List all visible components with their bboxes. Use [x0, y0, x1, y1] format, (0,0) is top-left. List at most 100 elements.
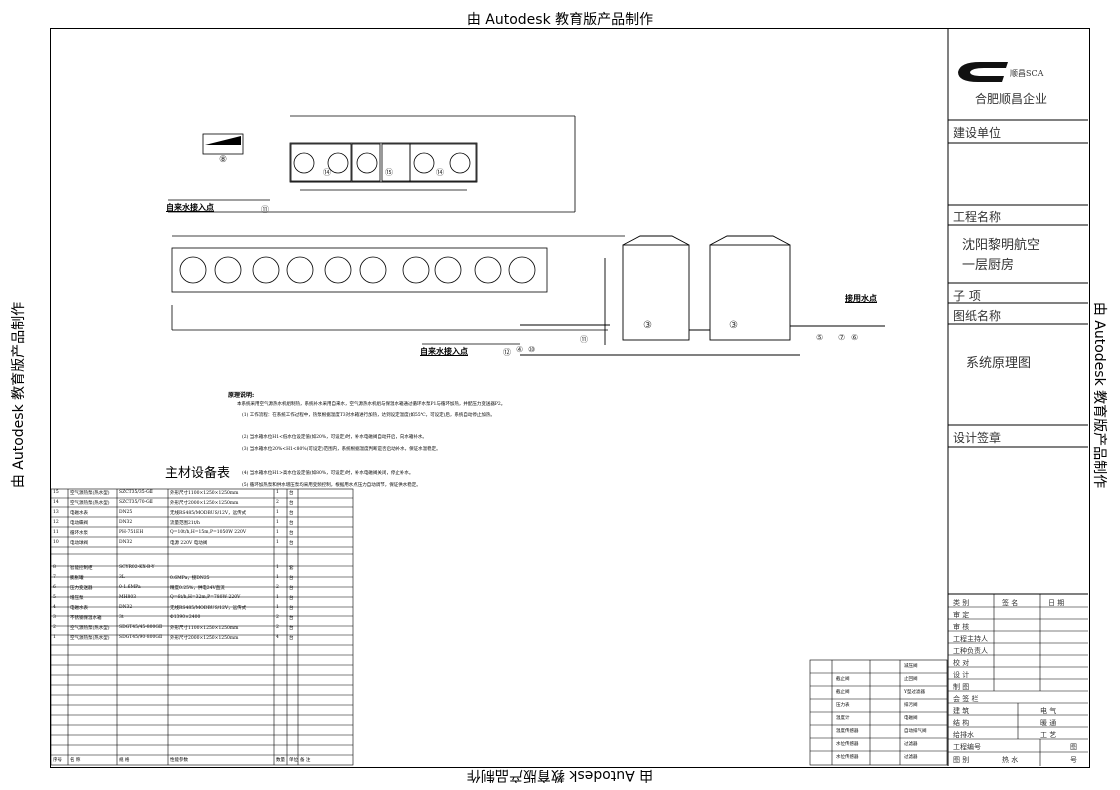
sign-header-signature: 签 名 [1002, 599, 1019, 607]
table-cell: 无线RS485/MODBUS/12V，远传式 [170, 606, 247, 611]
table-cell: PH-751EH [119, 530, 144, 535]
table-cell: 台 [289, 586, 294, 591]
sign-row: 工种负责人 [953, 647, 988, 655]
table-cell: 套 [289, 566, 294, 571]
top-heat-pump-row [168, 115, 576, 213]
legend-cell: 温度计 [836, 716, 850, 721]
callout: ④ [516, 345, 524, 354]
table-cell: 空气源热泵(热水型) [70, 501, 110, 506]
table-cell: 电动球阀 [70, 541, 88, 546]
callout: ⑪ [580, 335, 588, 344]
table-cell: 空气源热泵(热水型) [70, 491, 110, 496]
table-cell: 4 [276, 635, 279, 640]
table-cell: 1 [276, 595, 279, 600]
inlet-pipes [168, 199, 520, 345]
table-cell: 8 [53, 565, 56, 570]
table-cell: 循环水泵 [70, 531, 88, 536]
legend-cell: 水位传感器 [836, 742, 859, 747]
table-cell: 2 [276, 500, 279, 505]
legend-cell: 电磁阀 [904, 716, 918, 721]
legend-cell: 水位传感器 [836, 755, 859, 760]
table-header-cell: 序号 [53, 758, 62, 763]
sign-row: 校 对 [953, 659, 970, 667]
callout: ⑫ [503, 348, 511, 357]
table-cell: 3L [119, 575, 125, 580]
title-block-lines [947, 28, 1088, 766]
legend-cell: 止回阀 [904, 677, 918, 682]
footer-cell: 号 [1070, 756, 1077, 764]
table-cell: Q=6t/h,H=32m,P=780W 220V [170, 595, 241, 600]
legend-cell: 过滤器 [904, 755, 918, 760]
signature-grid [948, 594, 1088, 766]
table-cell: 7 [53, 575, 56, 580]
table-cell: 1 [276, 510, 279, 515]
client-label: 建设单位 [953, 126, 1002, 140]
table-cell: 5 [53, 595, 56, 600]
legend-cell: 自动排气阀 [904, 729, 927, 734]
cosign-label: 会 签 栏 [953, 695, 979, 703]
table-cell: 台 [289, 501, 294, 506]
company-name: 合肥顺昌企业 [975, 92, 1048, 106]
hot-water-out-label: 接用水点 [845, 293, 877, 303]
legend-grid [809, 659, 948, 766]
table-cell: 1 [276, 490, 279, 495]
legend-cell: 截止阀 [836, 690, 850, 695]
equipment-table-title: 主材设备表 [165, 466, 231, 481]
table-cell: SZCT35/35-GⅡ [119, 490, 153, 495]
table-cell: 无线RS485/MODBUS/12V，远传式 [170, 511, 247, 516]
table-header-cell: 规 格 [119, 758, 130, 763]
drawing-name: 系统原理图 [966, 356, 1032, 371]
footer-cell: 热 水 [1002, 756, 1019, 764]
table-cell: 2 [276, 615, 279, 620]
table-cell: 13 [53, 510, 59, 515]
table-cell: 台 [289, 576, 294, 581]
table-cell: 台 [289, 541, 294, 546]
table-cell: DN32 [119, 540, 133, 545]
table-cell: 0-1.6MPa [119, 585, 141, 590]
table-cell: 外形尺寸1100×1250×1250mm [170, 626, 239, 631]
table-cell: 台 [289, 616, 294, 621]
table-cell: SDGT45/45-800GⅡ [119, 625, 163, 630]
legend-cell: 截止阀 [836, 677, 850, 682]
table-cell: DN32 [119, 605, 133, 610]
top-heat-pump-units [290, 143, 477, 182]
table-cell: 空气源热泵(热水型) [70, 626, 110, 631]
table-header-cell: 数量 [276, 758, 285, 763]
table-header-cell: 名 称 [70, 758, 81, 763]
table-cell: 台 [289, 491, 294, 496]
table-cell: 3t [119, 615, 124, 620]
table-cell: 外形尺寸1100×1250×1250mm [170, 491, 239, 496]
table-cell: 膨胀罐 [70, 576, 84, 581]
callout: ⑥ [851, 333, 859, 342]
table-cell: 台 [289, 511, 294, 516]
table-header-cell: 单位 [289, 758, 298, 763]
callout: ⑭ [323, 168, 331, 177]
table-cell: 空气源热泵(热水型) [70, 636, 110, 641]
sign-row: 设 计 [953, 671, 970, 679]
callout: ⑭ [436, 168, 444, 177]
legend-cell: 过滤器 [904, 742, 918, 747]
table-cell: SCYR02-KX-B-Y [119, 565, 155, 570]
table-cell: 3 [53, 615, 56, 620]
table-cell: 台 [289, 626, 294, 631]
brand-name: 顺昌SCA [1010, 69, 1044, 78]
callout: ⑪ [261, 205, 269, 214]
table-cell: 压力变送器 [70, 586, 93, 591]
callout: ⑤ [816, 333, 824, 342]
table-cell: 6 [53, 585, 56, 590]
table-cell: MH803 [119, 595, 137, 600]
table-cell: 外形尺寸2000×1250×1250mm [170, 636, 239, 641]
table-cell: 1 [276, 575, 279, 580]
table-cell: 电源 220V 电动阀 [170, 541, 208, 546]
table-cell: 15 [53, 490, 59, 495]
legend-cell: 排污阀 [904, 703, 918, 708]
table-cell: 台 [289, 606, 294, 611]
sign-row: 制 图 [953, 683, 970, 691]
table-header-cell: 备 注 [300, 758, 311, 763]
table-cell: DN25 [119, 510, 133, 515]
cosign-cell: 给排水 [953, 731, 974, 739]
cosign-cell: 工 艺 [1040, 731, 1057, 739]
drawing-no-label: 工程编号 [953, 743, 981, 751]
table-cell: 电动蝶阀 [70, 521, 88, 526]
